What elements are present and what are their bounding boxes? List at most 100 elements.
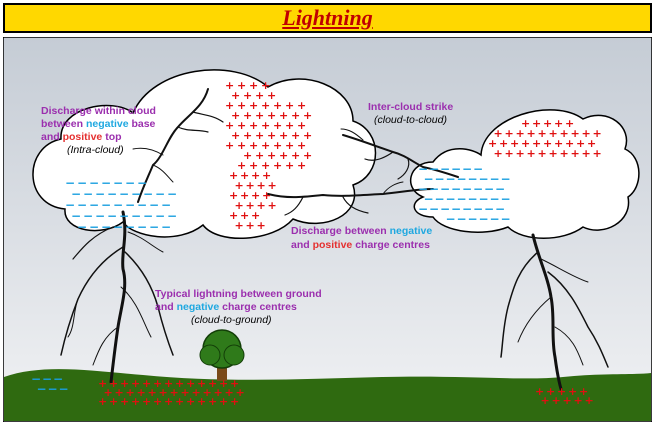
positive-charge-symbol: + [285, 119, 294, 132]
positive-charge-symbol: + [219, 377, 228, 390]
negative-charge-symbol: − [490, 212, 500, 226]
positive-charge-symbol: + [230, 377, 239, 390]
positive-charge-symbol: + [229, 209, 238, 222]
negative-charge-symbol: − [101, 176, 111, 190]
ground [4, 369, 651, 421]
positive-charge-symbol: + [267, 109, 276, 122]
negative-charge-symbol: − [95, 209, 105, 223]
positive-charge-symbol: + [109, 377, 118, 390]
positive-charge-symbol: + [273, 139, 282, 152]
positive-charge-symbol: + [249, 139, 258, 152]
negative-charge-symbol: − [501, 192, 511, 206]
positive-charge-symbol: + [237, 159, 246, 172]
negative-charge-symbol: − [143, 187, 153, 201]
positive-charge-symbol: + [303, 149, 312, 162]
positive-charge-symbol: + [285, 159, 294, 172]
positive-charge-symbol: + [505, 127, 514, 140]
negative-charge-symbol: − [501, 212, 511, 226]
positive-charge-symbol: + [243, 129, 252, 142]
positive-charge-symbol: + [273, 119, 282, 132]
intra-cloud-positive: positive [63, 131, 103, 143]
negative-charge-symbol: − [495, 182, 505, 196]
positive-charge-symbol: + [543, 137, 552, 150]
negative-charge-symbol: − [155, 187, 165, 201]
negative-charge-symbol: − [137, 176, 147, 190]
negative-charge-symbol: − [468, 192, 478, 206]
cloud-to-ground-line2a: and [155, 301, 177, 313]
positive-charge-symbol: + [142, 395, 151, 408]
negative-charge-symbol: − [435, 172, 445, 186]
positive-charge-symbol: + [236, 386, 245, 399]
positive-charge-symbol: + [225, 119, 234, 132]
positive-charge-symbol: + [142, 377, 151, 390]
positive-charge-symbol: + [240, 189, 249, 202]
positive-charge-symbol: + [235, 179, 244, 192]
negative-charge-symbol: − [501, 172, 511, 186]
negative-charge-symbol: − [468, 212, 478, 226]
negative-charge-symbol: − [89, 220, 99, 234]
positive-charge-symbol: + [231, 89, 240, 102]
positive-charge-symbol: + [225, 386, 234, 399]
positive-charge-symbol: + [104, 386, 113, 399]
intra-cloud-line1: Discharge within cloud [41, 105, 156, 117]
positive-charge-symbol: + [560, 147, 569, 160]
positive-charge-symbol: + [197, 395, 206, 408]
positive-charge-symbol: + [488, 137, 497, 150]
positive-charge-symbol: + [303, 109, 312, 122]
diagram-title: Lightning [282, 5, 373, 30]
positive-charge-symbol: + [255, 109, 264, 122]
positive-charge-symbol: + [249, 99, 258, 112]
negative-charge-symbol: − [107, 209, 117, 223]
positive-charge-symbol: + [541, 394, 550, 407]
intra-cloud-line3a: and [41, 131, 63, 143]
negative-charge-symbol: − [53, 372, 63, 386]
positive-charge-symbol: + [538, 147, 547, 160]
positive-charge-symbol: + [261, 119, 270, 132]
positive-charge-symbol: + [240, 209, 249, 222]
charge-centres-line2c: charge centres [352, 239, 430, 251]
negative-charge-symbol: − [429, 162, 439, 176]
positive-charge-symbol: + [214, 386, 223, 399]
negative-charge-symbol: − [484, 182, 494, 196]
positive-charge-symbol: + [291, 109, 300, 122]
negative-charge-symbol: − [42, 372, 52, 386]
negative-charge-symbol: − [161, 220, 171, 234]
positive-charge-symbol: + [219, 395, 228, 408]
positive-charge-symbol: + [554, 137, 563, 150]
cloud-to-ground-label: Typical lightning between ground and neg… [155, 288, 322, 326]
positive-charge-symbol: + [98, 395, 107, 408]
positive-charge-symbol: + [587, 137, 596, 150]
positive-charge-symbol: + [255, 89, 264, 102]
positive-charge-symbol: + [159, 386, 168, 399]
negative-charge-symbol: − [101, 220, 111, 234]
negative-charge-symbol: − [484, 202, 494, 216]
negative-charge-symbol: − [89, 176, 99, 190]
positive-charge-symbol: + [225, 139, 234, 152]
positive-charge-symbol: + [510, 137, 519, 150]
negative-charge-symbol: − [107, 187, 117, 201]
positive-charge-symbol: + [249, 79, 258, 92]
positive-charge-symbol: + [532, 117, 541, 130]
negative-charge-symbol: − [161, 198, 171, 212]
positive-charge-symbol: + [197, 377, 206, 390]
negative-charge-symbol: − [149, 198, 159, 212]
positive-charge-symbol: + [251, 189, 260, 202]
positive-charge-symbol: + [268, 179, 277, 192]
intra-cloud-line2c: base [129, 118, 156, 130]
positive-charge-symbol: + [251, 209, 260, 222]
negative-charge-symbol: − [71, 187, 81, 201]
positive-charge-symbol: + [208, 377, 217, 390]
negative-charge-symbol: − [113, 198, 123, 212]
positive-charge-symbol: + [279, 109, 288, 122]
positive-charge-symbol: + [285, 139, 294, 152]
intra-cloud-line2a: between [41, 118, 86, 130]
positive-charge-symbol: + [235, 199, 244, 212]
positive-charge-symbol: + [249, 119, 258, 132]
negative-charge-symbol: − [462, 182, 472, 196]
positive-charge-symbol: + [267, 149, 276, 162]
positive-charge-symbol: + [516, 127, 525, 140]
positive-charge-symbol: + [291, 129, 300, 142]
negative-charge-symbol: − [495, 202, 505, 216]
positive-charge-symbol: + [267, 129, 276, 142]
positive-charge-symbol: + [255, 129, 264, 142]
